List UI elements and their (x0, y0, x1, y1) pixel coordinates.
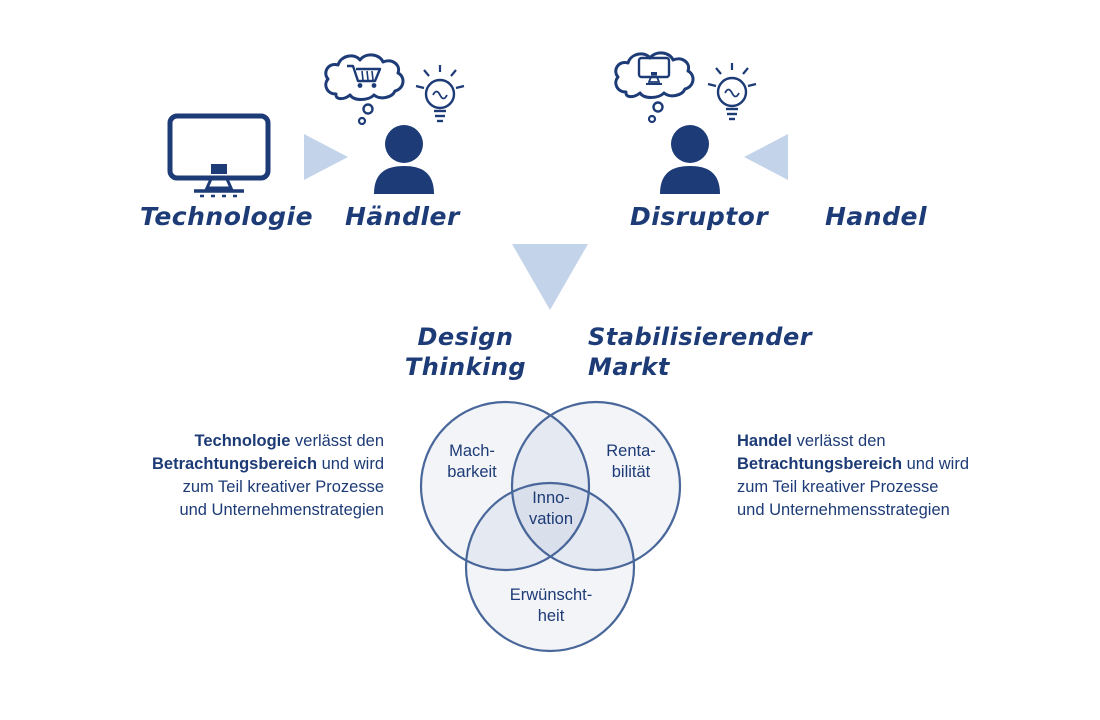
venn-circle-erwuenschtheit (464, 481, 636, 653)
note-technologie: Technologie verlässt den Betrachtungsber… (140, 430, 384, 522)
venn-label-rentabilitaet: Renta- bilität (606, 442, 656, 481)
shopping-cart-icon (347, 64, 382, 88)
venn-label-innovation: Inno- vation (528, 489, 574, 528)
venn-circle-machbarkeit (419, 400, 591, 572)
venn-circle-rentabilitaet (510, 400, 682, 572)
lightbulb-icon (415, 65, 465, 123)
note-line: zum Teil kreativer Prozesse (737, 478, 939, 496)
note-line: und Unternehmensstrategien (737, 501, 950, 519)
arrow-left-triangle-icon (744, 134, 788, 180)
venn-diagram (419, 400, 682, 653)
heading-stabilisierender-markt: Stabilisierender Markt (588, 323, 813, 381)
label-disruptor: Disruptor (630, 202, 769, 231)
arrow-right-triangle-icon (304, 134, 348, 180)
note-line: Betrachtungsbereich und wird (737, 455, 969, 473)
mini-monitor-icon (637, 56, 671, 85)
person-icon-haendler (374, 125, 434, 194)
heading-design-thinking: Design Thinking (404, 323, 527, 381)
note-line: Technologie verlässt den (194, 432, 385, 450)
note-line: Betrachtungsbereich und wird (152, 455, 384, 473)
note-handel: Handel verlässt den Betrachtungsbereich … (737, 430, 987, 522)
note-line: Handel verlässt den (737, 432, 886, 450)
arrow-down-triangle-icon (512, 244, 588, 310)
lightbulb-icon (707, 63, 757, 121)
label-haendler: Händler (345, 202, 460, 231)
venn-label-machbarkeit: Mach- barkeit (447, 442, 497, 481)
monitor-icon (167, 113, 271, 198)
thought-bubble-monitor-icon (614, 51, 695, 124)
label-technologie: Technologie (140, 202, 314, 231)
note-line: und Unternehmenstrategien (179, 501, 384, 519)
person-icon-disruptor (660, 125, 720, 194)
label-handel: Handel (825, 202, 928, 231)
note-line: zum Teil kreativer Prozesse (182, 478, 384, 496)
venn-label-erwuenschtheit: Erwünscht- heit (509, 586, 593, 625)
thought-bubble-cart-icon (324, 53, 405, 126)
